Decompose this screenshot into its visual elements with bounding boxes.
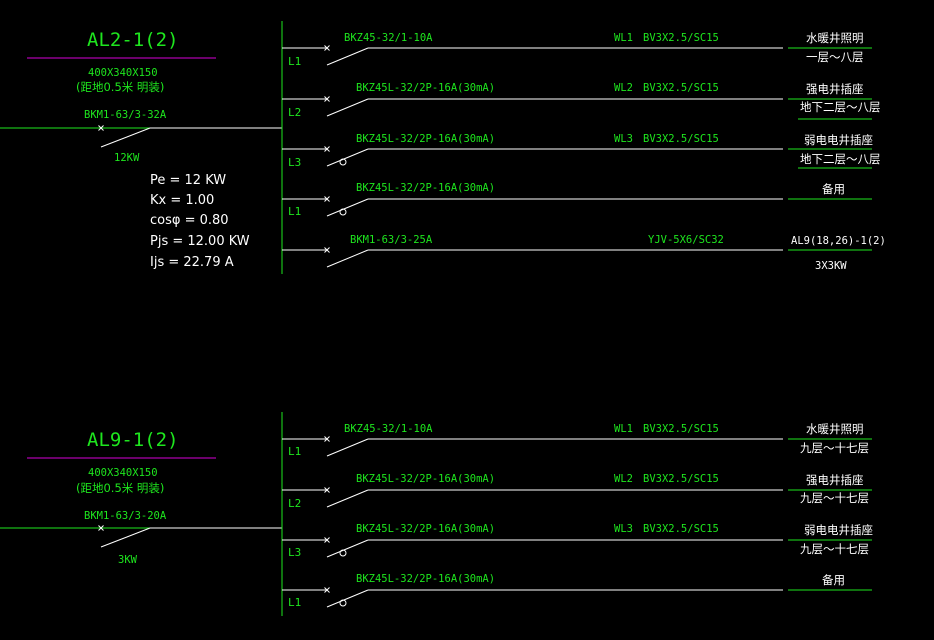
- panel-1-circuit-1-contact-mark: [324, 45, 330, 51]
- p1-c3-breaker: BKZ45L-32/2P-16A(30mA): [356, 133, 496, 145]
- p1-c1-wl: WL1: [614, 32, 633, 44]
- panel-1-circuit-4-switch-blade: [326, 198, 369, 217]
- p1-c2-breaker: BKZ45L-32/2P-16A(30mA): [356, 82, 496, 94]
- calc-ijs: Ijs = 22.79 A: [150, 255, 234, 270]
- p1-c1-load: 水暖井照明: [806, 31, 864, 45]
- p1-c5-breaker: BKM1-63/3-25A: [350, 234, 433, 246]
- panel-2-circuit-4-contact-mark: [324, 587, 330, 593]
- calc-pe: Pe = 12 KW: [150, 173, 227, 188]
- p2-c2-wl: WL2: [614, 473, 633, 485]
- panel-2-circuit-3-contact-mark: [324, 537, 330, 543]
- panel-2-circuit-2-contact-mark: [324, 487, 330, 493]
- p2-c2-load-range: 九层～十七层: [800, 491, 869, 505]
- panel-2-circuit-3-rcd-symbol: [339, 549, 347, 557]
- p2-c4-breaker: BKZ45L-32/2P-16A(30mA): [356, 573, 496, 585]
- panel-2-circuit-1-switch-blade: [326, 438, 369, 457]
- p2-c2-cable: BV3X2.5/SC15: [643, 473, 719, 485]
- panel-2-mount: (距地0.5米 明装): [76, 481, 165, 495]
- p2-c3-cable: BV3X2.5/SC15: [643, 523, 719, 535]
- p1-c1-phase: L1: [288, 55, 302, 68]
- panel-1-circuit-5-switch-blade: [326, 249, 369, 268]
- p1-c2-load-range: 地下二层～八层: [800, 100, 881, 114]
- panel-1-circuit-4-contact-mark: [324, 196, 330, 202]
- calc-cos: cosφ = 0.80: [150, 213, 229, 228]
- panel-1-circuit-2-switch-blade: [326, 98, 369, 117]
- panel-1-size: 400X340X150: [88, 67, 158, 79]
- p1-c1-breaker: BKZ45-32/1-10A: [344, 32, 433, 44]
- calc-kx: Kx = 1.00: [150, 193, 215, 208]
- panel-1-power: 12KW: [114, 152, 140, 164]
- panel-1-circuit-3-rcd-symbol: [339, 158, 347, 166]
- panel-2-name: AL9-1(2): [87, 429, 179, 451]
- panel-1-circuit-3-switch-blade: [326, 148, 369, 167]
- panel-1-mount: (距地0.5米 明装): [76, 80, 165, 94]
- panel-1-main-contact: [98, 125, 104, 131]
- p2-c2-phase: L2: [288, 497, 302, 510]
- p1-c5-load-power: 3X3KW: [815, 260, 847, 272]
- p1-c4-load: 备用: [822, 182, 845, 196]
- p1-c4-breaker: BKZ45L-32/2P-16A(30mA): [356, 182, 496, 194]
- panel-2-main-breaker: BKM1-63/3-20A: [84, 510, 167, 522]
- p2-c3-phase: L3: [288, 546, 302, 559]
- p2-c1-load: 水暖井照明: [806, 422, 864, 436]
- p2-c4-load: 备用: [822, 573, 845, 587]
- p2-c1-wl: WL1: [614, 423, 633, 435]
- panel-1-circuit-2-contact-mark: [324, 96, 330, 102]
- p1-c3-wl: WL3: [614, 133, 633, 145]
- p1-c5-cable: YJV-5X6/SC32: [648, 234, 724, 246]
- p2-c2-load: 强电井插座: [806, 473, 864, 487]
- p2-c2-breaker: BKZ45L-32/2P-16A(30mA): [356, 473, 496, 485]
- p2-c1-cable: BV3X2.5/SC15: [643, 423, 719, 435]
- p1-c5-load: AL9(18,26)-1(2): [791, 235, 886, 247]
- panel-1-circuit-5-contact-mark: [324, 247, 330, 253]
- panel-2-circuit-1-contact-mark: [324, 436, 330, 442]
- p2-c3-load-range: 九层～十七层: [800, 542, 869, 556]
- p2-c3-load: 弱电电井插座: [804, 523, 873, 537]
- p1-c2-wl: WL2: [614, 82, 633, 94]
- panel-2-main-contact: [98, 525, 104, 531]
- p1-c4-phase: L1: [288, 205, 302, 218]
- p2-c4-phase: L1: [288, 596, 302, 609]
- panel-2-circuit-2-switch-blade: [326, 489, 369, 508]
- p1-c2-cable: BV3X2.5/SC15: [643, 82, 719, 94]
- panel-2-main-blade: [100, 527, 151, 548]
- panel-2-circuit-4-rcd-symbol: [339, 599, 347, 607]
- panel-1-main-breaker: BKM1-63/3-32A: [84, 109, 167, 121]
- p1-c3-phase: L3: [288, 156, 302, 169]
- p1-c2-load: 强电井插座: [806, 82, 864, 96]
- p2-c3-breaker: BKZ45L-32/2P-16A(30mA): [356, 523, 496, 535]
- panel-2-circuit-4-switch-blade: [326, 589, 369, 608]
- p2-c1-breaker: BKZ45-32/1-10A: [344, 423, 433, 435]
- p1-c3-load-range: 地下二层～八层: [800, 152, 881, 166]
- panel-1-name: AL2-1(2): [87, 29, 179, 51]
- p2-c1-load-range: 九层～十七层: [800, 441, 869, 455]
- panel-1-circuit-1-switch-blade: [326, 47, 369, 66]
- p1-c2-phase: L2: [288, 106, 302, 119]
- p1-c1-load-range: 一层～八层: [806, 50, 864, 64]
- p1-c3-load: 弱电电井插座: [804, 133, 873, 147]
- p2-c3-wl: WL3: [614, 523, 633, 535]
- panel-1-circuit-4-rcd-symbol: [339, 208, 347, 216]
- panel-2-size: 400X340X150: [88, 467, 158, 479]
- p2-c1-phase: L1: [288, 445, 302, 458]
- panel-2-power: 3KW: [118, 554, 137, 566]
- panel-1-main-blade: [100, 127, 151, 148]
- p1-c3-cable: BV3X2.5/SC15: [643, 133, 719, 145]
- panel-1-circuit-3-contact-mark: [324, 146, 330, 152]
- panel-2-circuit-3-switch-blade: [326, 539, 369, 558]
- calc-pjs: Pjs = 12.00 KW: [150, 234, 250, 249]
- p1-c1-cable: BV3X2.5/SC15: [643, 32, 719, 44]
